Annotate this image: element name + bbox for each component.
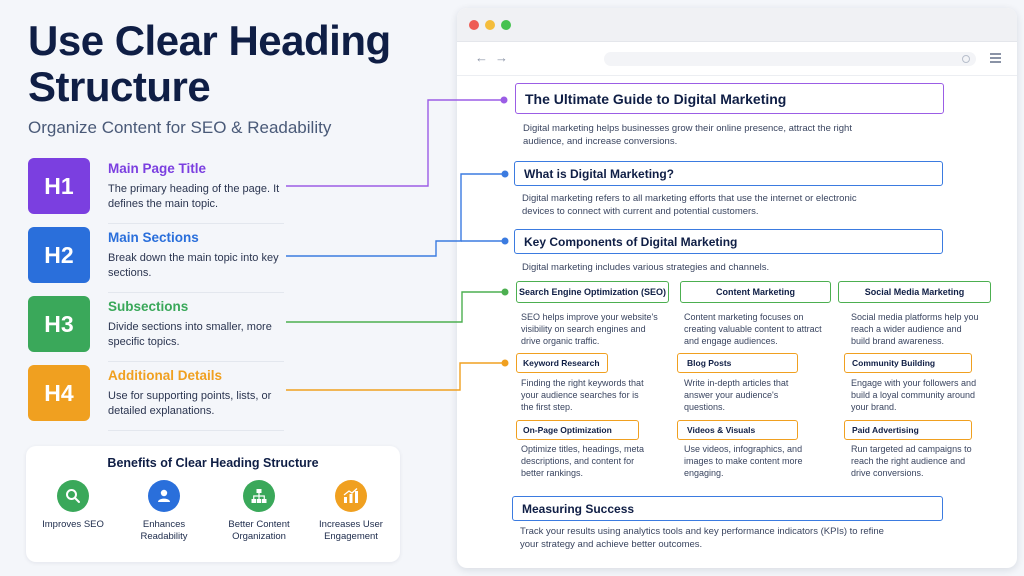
- level-h1: H1 Main Page Title The primary heading o…: [28, 158, 284, 224]
- user-icon: [148, 480, 180, 512]
- h4-badge: H4: [28, 365, 90, 421]
- benefit-label: Improves SEO: [42, 519, 104, 530]
- level-desc: Break down the main topic into key secti…: [108, 252, 279, 279]
- benefit-label: Increases User Engagement: [319, 519, 383, 542]
- h4-heading: On-Page Optimization: [516, 420, 639, 440]
- h2-body: Track your results using analytics tools…: [520, 526, 884, 550]
- h2-heading: Measuring Success: [512, 496, 943, 521]
- address-bar[interactable]: [604, 52, 976, 66]
- h4-body: Optimize titles, headings, meta descript…: [521, 444, 645, 478]
- divider: [108, 223, 284, 224]
- h3-body: Content marketing focuses on creating va…: [684, 312, 822, 346]
- benefits-title: Benefits of Clear Heading Structure: [107, 456, 319, 470]
- benefit-engagement: Increases User Engagement: [306, 480, 396, 543]
- h3-heading: Content Marketing: [680, 281, 831, 303]
- reload-icon[interactable]: [962, 55, 970, 63]
- browser-navbar: ← →: [457, 42, 1017, 76]
- h4-heading: Videos & Visuals: [677, 420, 798, 440]
- level-title: Main Page Title: [108, 161, 207, 176]
- h3-heading: Search Engine Optimization (SEO): [516, 281, 669, 303]
- benefit-organization: Better Content Organization: [214, 480, 304, 543]
- benefit-label: Enhances Readability: [140, 519, 188, 542]
- level-h2: H2 Main Sections Break down the main top…: [28, 227, 284, 293]
- h3-body: Social media platforms help you reach a …: [851, 312, 979, 346]
- h3-badge: H3: [28, 296, 90, 352]
- h4-body: Engage with your followers and build a l…: [851, 378, 977, 412]
- page-title: Use Clear Heading Structure: [28, 17, 391, 110]
- level-h3: H3 Subsections Divide sections into smal…: [28, 296, 284, 362]
- level-h4: H4 Additional Details Use for supporting…: [28, 365, 284, 431]
- level-title: Subsections: [108, 299, 189, 314]
- h4-body: Run targeted ad campaigns to reach the r…: [851, 444, 972, 478]
- h2-heading: Key Components of Digital Marketing: [514, 229, 943, 254]
- benefit-seo: Improves SEO: [28, 480, 118, 531]
- menu-icon[interactable]: [990, 53, 1001, 63]
- level-desc: The primary heading of the page. It defi…: [108, 183, 280, 210]
- maximize-dot-icon[interactable]: [501, 20, 511, 30]
- h4-heading: Keyword Research: [516, 353, 608, 373]
- h4-heading: Blog Posts: [677, 353, 798, 373]
- h4-body: Finding the right keywords that your aud…: [521, 378, 644, 412]
- search-icon: [57, 480, 89, 512]
- level-desc: Divide sections into smaller, more speci…: [108, 321, 272, 348]
- h2-body: Digital marketing refers to all marketin…: [522, 193, 857, 217]
- h4-heading: Community Building: [844, 353, 972, 373]
- h3-body: SEO helps improve your website's visibil…: [521, 312, 658, 346]
- benefit-label: Better Content Organization: [228, 519, 290, 542]
- sitemap-icon: [243, 480, 275, 512]
- level-desc: Use for supporting points, lists, or det…: [108, 390, 272, 417]
- minimize-dot-icon[interactable]: [485, 20, 495, 30]
- benefit-readability: Enhances Readability: [119, 480, 209, 543]
- h2-body: Digital marketing includes various strat…: [522, 262, 770, 273]
- close-dot-icon[interactable]: [469, 20, 479, 30]
- divider: [108, 430, 284, 431]
- h1-badge: H1: [28, 158, 90, 214]
- h4-body: Use videos, infographics, and images to …: [684, 444, 803, 478]
- benefits-panel: Benefits of Clear Heading Structure Impr…: [26, 446, 400, 562]
- h3-heading: Social Media Marketing: [838, 281, 991, 303]
- forward-arrow-icon[interactable]: →: [495, 50, 508, 65]
- level-title: Additional Details: [108, 368, 223, 383]
- page-subtitle: Organize Content for SEO & Readability: [28, 118, 332, 137]
- level-title: Main Sections: [108, 230, 199, 245]
- h2-badge: H2: [28, 227, 90, 283]
- browser-titlebar: [457, 8, 1017, 42]
- chart-icon: [335, 480, 367, 512]
- h1-heading: The Ultimate Guide to Digital Marketing: [515, 83, 944, 114]
- divider: [108, 361, 284, 362]
- divider: [108, 292, 284, 293]
- back-arrow-icon[interactable]: ←: [475, 50, 488, 65]
- h4-heading: Paid Advertising: [844, 420, 972, 440]
- h2-heading: What is Digital Marketing?: [514, 161, 943, 186]
- h1-body: Digital marketing helps businesses grow …: [523, 123, 852, 147]
- h4-body: Write in-depth articles that answer your…: [684, 378, 789, 412]
- browser-window: ← → The Ultimate Guide to Digital Market…: [457, 8, 1017, 568]
